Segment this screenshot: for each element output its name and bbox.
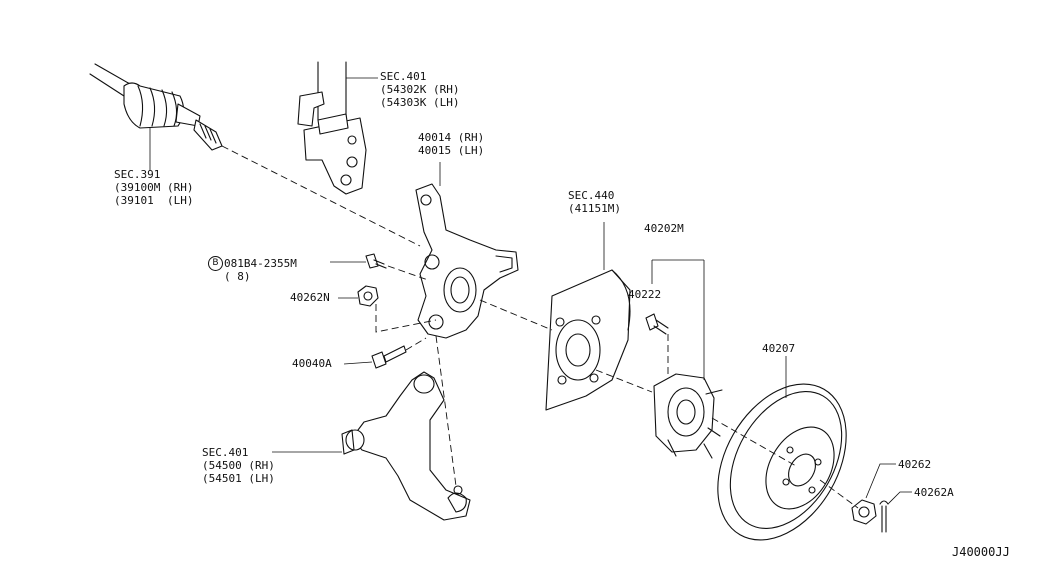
label-sec440-line1: SEC.440 xyxy=(568,189,615,202)
bolt-symbol-icon: B xyxy=(208,256,223,271)
bolt-081b4 xyxy=(330,253,387,269)
label-sec401-top-line1: SEC.401 xyxy=(380,70,427,83)
label-40040a: 40040A xyxy=(292,357,332,370)
nut-40262n xyxy=(338,285,379,307)
label-sec401-bottom-line3: (54501 (LH) xyxy=(202,472,275,485)
label-40207: 40207 xyxy=(762,342,796,355)
bolt-40040a xyxy=(343,345,407,369)
drive-shaft xyxy=(89,63,223,170)
alignment-lines xyxy=(221,145,859,509)
label-sec391-line2: (39100M (RH) xyxy=(114,181,194,194)
label-sec401-top-line2: (54302K (RH) xyxy=(380,83,460,96)
cotter-pin-40262a xyxy=(879,491,912,533)
label-sec401-bottom: SEC.401(54500 (RH)(54501 (LH) xyxy=(202,446,275,485)
label-bolt-spec: 081B4-2355M( 8) xyxy=(224,257,297,283)
label-bolt-spec-line1: 081B4-2355M xyxy=(224,257,297,270)
hub-bolt-40222 xyxy=(645,313,669,335)
label-40262n: 40262N xyxy=(290,291,330,304)
label-sec391-line1: SEC.391 xyxy=(114,168,161,181)
diagram-id: J40000JJ xyxy=(952,545,1010,559)
label-knuckle-line1: 40014 (RH) xyxy=(418,131,485,144)
lower-control-arm xyxy=(272,371,471,521)
label-knuckle-line2: 40015 (LH) xyxy=(418,144,485,157)
label-sec440-line2: (41151M) xyxy=(568,202,621,215)
label-sec401-top-line3: (54303K (LH) xyxy=(380,96,460,109)
dust-shield xyxy=(545,222,631,411)
label-sec391: SEC.391(39100M (RH)(39101 (LH) xyxy=(114,168,193,207)
label-sec440: SEC.440(41151M) xyxy=(568,189,621,215)
label-bolt-spec-line2: ( 8) xyxy=(224,270,251,283)
label-40222: 40222 xyxy=(628,288,662,301)
hub-assembly xyxy=(651,259,723,459)
strut-assembly xyxy=(297,61,378,195)
label-sec401-top: SEC.401(54302K (RH)(54303K (LH) xyxy=(380,70,459,109)
label-40202m: 40202M xyxy=(644,222,684,235)
label-40262: 40262 xyxy=(898,458,932,471)
label-sec401-bottom-line1: SEC.401 xyxy=(202,446,249,459)
label-knuckle: 40014 (RH)40015 (LH) xyxy=(418,131,484,157)
steering-knuckle xyxy=(415,162,519,339)
label-40262a: 40262A xyxy=(914,486,954,499)
hub-nut-40262 xyxy=(851,463,896,525)
label-sec391-line3: (39101 (LH) xyxy=(114,194,194,207)
brake-rotor xyxy=(717,356,847,541)
label-sec401-bottom-line2: (54500 (RH) xyxy=(202,459,275,472)
